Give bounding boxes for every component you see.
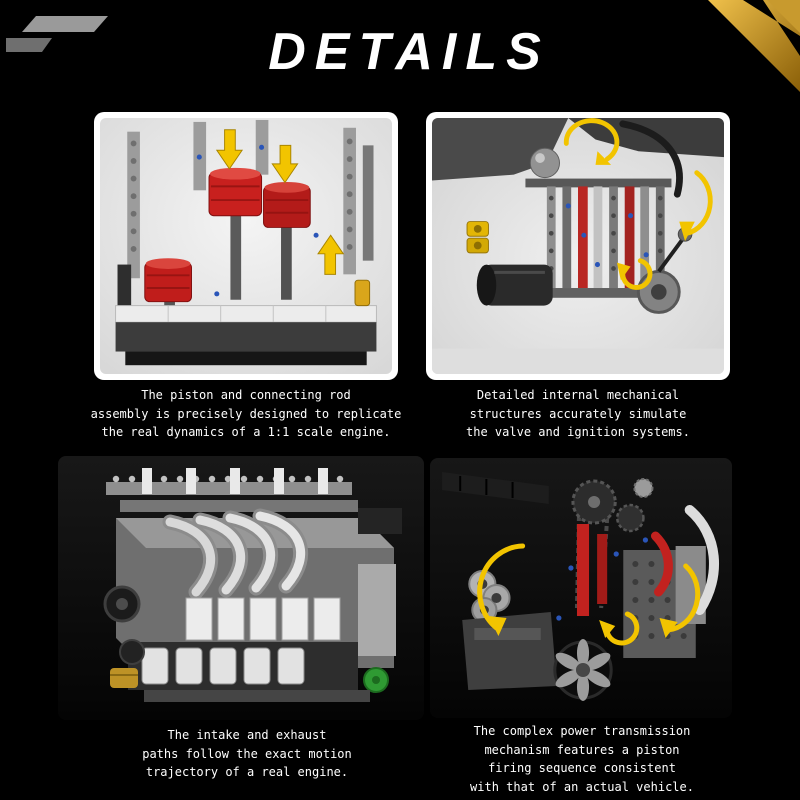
intake-exhaust-illustration — [58, 456, 424, 720]
internal-structures-illustration — [432, 118, 724, 374]
power-transmission-illustration — [430, 458, 732, 718]
photo-piston-assembly — [94, 112, 398, 380]
caption-power-transmission: The complex power transmission mechanism… — [470, 724, 694, 794]
photo-intake-exhaust — [58, 456, 424, 720]
photo-internal-structures — [426, 112, 730, 380]
photo-power-transmission — [430, 458, 732, 718]
piston-assembly-illustration — [100, 118, 392, 374]
header: DETAILS — [0, 0, 800, 100]
caption-internal-structures: Detailed internal mechanical structures … — [466, 388, 690, 440]
caption-piston-assembly: The piston and connecting rod assembly i… — [90, 388, 402, 440]
corner-decoration-right-icon — [708, 0, 800, 92]
corner-decoration-left-icon — [6, 16, 108, 52]
page-title: DETAILS — [268, 23, 550, 81]
caption-intake-exhaust: The intake and exhaust paths follow the … — [142, 728, 352, 780]
